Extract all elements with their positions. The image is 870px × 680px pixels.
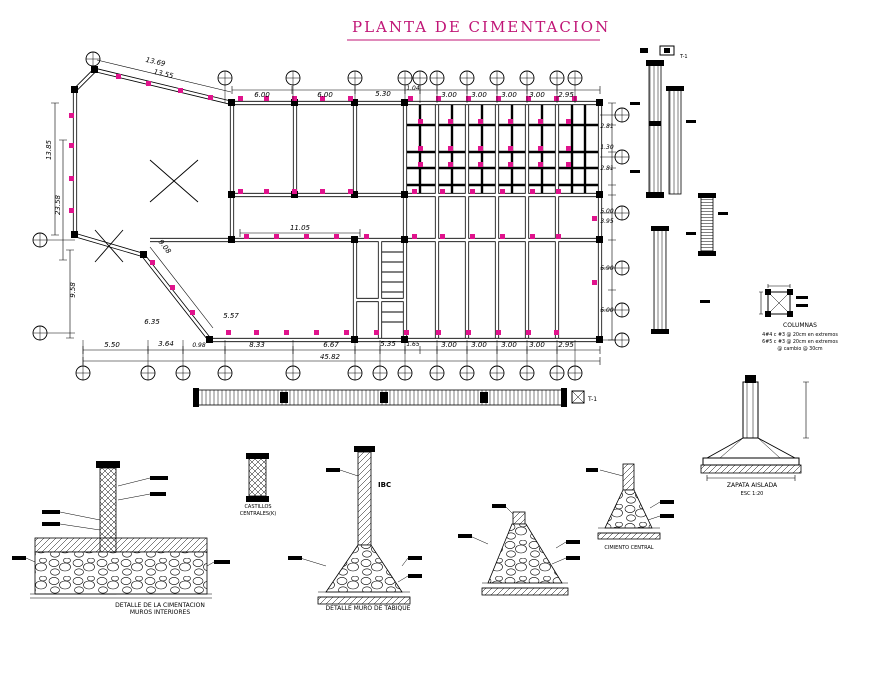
drawing-title: PLANTA DE CIMENTACION — [352, 18, 610, 36]
dim-top-6: 3.00 — [501, 91, 517, 99]
dim-bottom-7: 3.00 — [441, 341, 457, 349]
dim-top-4: 3.00 — [441, 91, 457, 99]
dim-bottom-2: 0.98 — [192, 342, 206, 349]
columnas-note-1: 4#4 c #3 @ 20cm en extremos — [762, 332, 838, 338]
dim-left-2: 9.58 — [69, 282, 77, 298]
dim-bottom-0: 5.50 — [104, 341, 120, 349]
detail-castillos-centrales: CASTILLOS CENTRALES(K) — [240, 453, 276, 517]
cimentacion-label-1: DETALLE DE LA CIMENTACION — [115, 602, 205, 609]
tabique-title: DETALLE MURO DE TABIQUE — [326, 605, 411, 612]
dim-bottom-9: 3.00 — [501, 341, 517, 349]
zapata-scale: ESC 1:20 — [741, 491, 764, 497]
dim-diag-0: 13.69 — [145, 56, 167, 68]
dim-right-6: 5.00 — [600, 307, 614, 314]
detail-muro-tabique: IBC DETALLE MURO DE TABIQUE — [288, 446, 422, 612]
castillos-label-1: CASTILLOS — [244, 504, 271, 510]
dim-left-1: 23.58 — [54, 194, 62, 215]
columnas-note-3: @ cambio @ 30cm — [777, 346, 822, 352]
dim-bottom-10: 3.00 — [529, 341, 545, 349]
wall-section-strip: T-1 — [193, 388, 597, 407]
dim-bottom-6: 1.65 — [406, 341, 420, 348]
dim-inner-2: 11.05 — [290, 224, 311, 232]
tabique-mark: IBC — [378, 481, 391, 489]
dim-top-1: 6.00 — [317, 91, 333, 99]
dim-right-1: 1.30 — [600, 144, 614, 151]
section-mark-label: T-1 — [587, 396, 597, 403]
void-x-marker — [94, 159, 199, 263]
dim-top-5: 3.00 — [471, 91, 487, 99]
dim-inner-3: 6.35 — [144, 318, 160, 326]
detail-footing-small — [458, 504, 580, 596]
foundation-plan: 6.00 6.00 5.30 1.04 3.00 3.00 3.00 3.00 … — [32, 51, 630, 381]
section-mark-label-2: T-1 — [679, 54, 688, 60]
dim-top-3: 1.04 — [406, 85, 420, 92]
castillos-label-2: CENTRALES(K) — [240, 511, 276, 517]
interior-walls — [150, 103, 600, 340]
dim-bottom-4: 6.67 — [323, 341, 339, 349]
dim-right-0: 2.81 — [600, 123, 613, 130]
dim-top-7: 3.00 — [529, 91, 545, 99]
dim-bottom-8: 3.00 — [471, 341, 487, 349]
illegible-callouts — [630, 102, 728, 303]
column-blocks — [71, 66, 603, 343]
dim-right-5: 5.90 — [600, 265, 614, 272]
dim-inner-4: 5.57 — [223, 312, 239, 320]
dim-top-2: 5.30 — [375, 90, 391, 98]
dim-top-0: 6.00 — [254, 91, 270, 99]
dim-bottom-11: 2.95 — [558, 341, 574, 349]
dimension-lines — [51, 59, 616, 365]
dim-right-2: 2.81 — [600, 165, 613, 172]
dim-diag-1: 13.55 — [153, 68, 175, 80]
stair-treads — [382, 251, 403, 323]
dim-right-4: 3.95 — [600, 218, 614, 225]
detail-cimiento-central: CIMIENTO CENTRAL — [586, 463, 674, 551]
castillo-markers — [69, 74, 597, 335]
zapata-title: ZAPATA AISLADA — [727, 482, 778, 489]
detail-columnas: COLUMNAS 4#4 c #3 @ 20cm en extremos 6#5… — [759, 284, 838, 352]
detail-zapata-aislada: ZAPATA AISLADA ESC 1:20 — [700, 375, 809, 497]
cimentacion-label-2: MUROS INTERIORES — [130, 609, 191, 616]
dim-bottom-1: 3.64 — [158, 340, 174, 348]
detail-cimentacion-muros: DETALLE DE LA CIMENTACION MUROS INTERIOR… — [12, 461, 230, 616]
dim-top-8: 2.95 — [558, 91, 574, 99]
dim-right-3: 5.00 — [600, 208, 614, 215]
dim-bottom-5: 5.35 — [380, 340, 396, 348]
dim-left-0: 13.85 — [45, 139, 53, 160]
section-strips: T-1 — [630, 45, 728, 334]
dim-bottom-3: 8.33 — [249, 341, 265, 349]
perimeter-wall — [75, 70, 600, 340]
columnas-title: COLUMNAS — [783, 322, 817, 329]
cimiento-title: CIMIENTO CENTRAL — [604, 545, 653, 551]
dim-total: 45.82 — [320, 353, 341, 361]
columnas-note-2: 6#5 c #3 @ 20cm en extremos — [762, 339, 838, 345]
